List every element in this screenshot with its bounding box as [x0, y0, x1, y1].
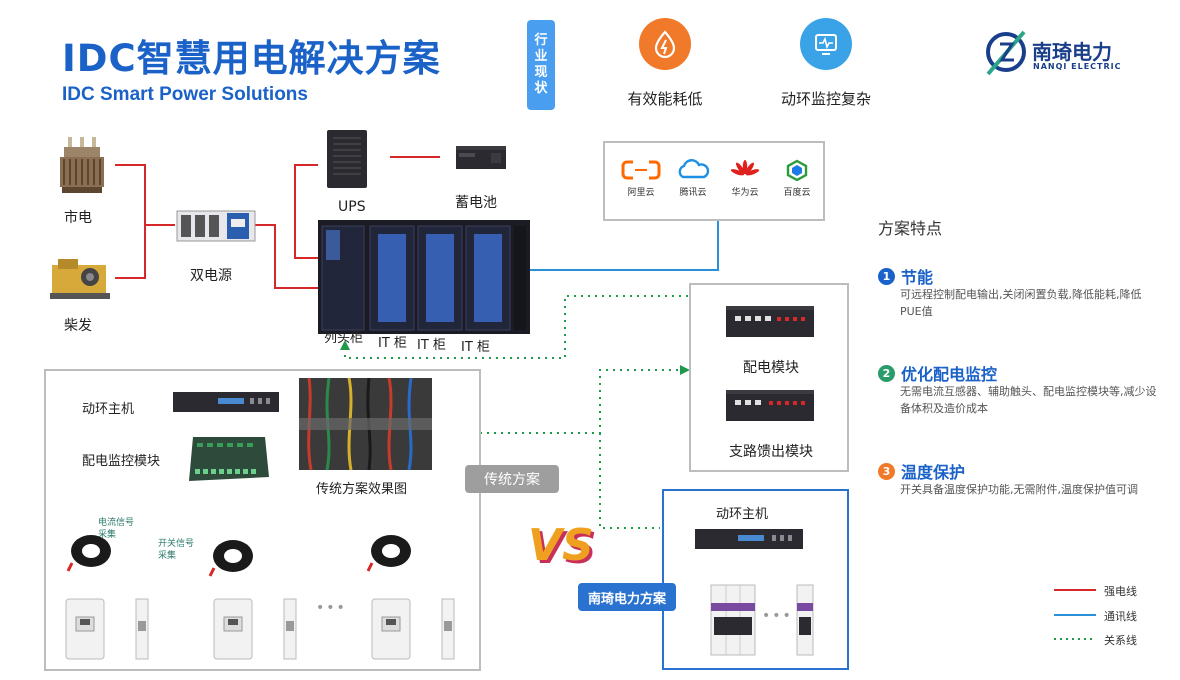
- problem-low-efficiency: 有效能耗低: [627, 90, 703, 108]
- tencent-cloud-icon: [678, 159, 710, 179]
- monitor-module-image: [189, 437, 269, 481]
- nanqi-logo-icon: [986, 30, 1026, 76]
- current-transformer-3: [366, 535, 411, 572]
- traditional-host-label: 动环主机: [82, 402, 135, 417]
- distribution-module-label: 配电模块: [743, 360, 799, 376]
- logo-cn-name: 南琦电力: [1032, 40, 1112, 64]
- cloud-platforms-box: 阿里云 腾讯云 华为云 百度云: [603, 141, 825, 221]
- nanqi-breaker-single: [796, 584, 814, 656]
- traditional-solution-tag: 传统方案: [465, 465, 559, 493]
- cabinet-label-it-1: IT 柜: [378, 336, 407, 351]
- relation-arrowhead-right: [680, 365, 690, 375]
- industry-status-tag: 行 业 现 状: [527, 20, 555, 110]
- breaker-group-3: [371, 598, 455, 660]
- nanqi-host-label: 动环主机: [716, 507, 769, 522]
- company-logo: 南琦电力 NANQI ELECTRIC: [982, 28, 1152, 82]
- feature-energy-saving-desc: 可远程控制配电输出,关闭闲置负载,降低能耗,降低PUE值: [900, 288, 1142, 318]
- fire-drop-icon: [639, 18, 691, 70]
- monitor-pulse-icon: [800, 18, 852, 70]
- huawei-logo-icon: [730, 160, 760, 176]
- nanqi-breaker-group: [710, 584, 756, 656]
- breaker-group-1: [65, 598, 149, 660]
- feature-energy-saving-title: 1 节能: [878, 264, 933, 288]
- distribution-module-image: [726, 306, 814, 337]
- problem-complex-monitoring: 动环监控复杂: [780, 90, 871, 108]
- cabinet-label-it-3: IT 柜: [461, 340, 490, 355]
- vs-label: VS: [528, 520, 594, 571]
- nanqi-solution-tag: 南琦电力方案: [578, 583, 676, 611]
- feature-number-badge: 3: [878, 462, 895, 480]
- page-subtitle: IDC Smart Power Solutions: [62, 84, 308, 105]
- cloud-tencent: 腾讯云: [671, 159, 715, 198]
- grid-power-label: 市电: [64, 210, 92, 226]
- breaker-group-2: [213, 598, 297, 660]
- battery-image: [455, 145, 507, 171]
- cabinet-row-image: [318, 220, 530, 336]
- modules-box: 配电模块 支路馈出模块: [689, 283, 849, 472]
- relation-arrowhead-up: [340, 340, 350, 350]
- branch-module-image: [726, 390, 814, 421]
- transformer-image: [52, 135, 112, 195]
- cloud-baidu: 百度云: [775, 159, 819, 198]
- traditional-effect-caption: 传统方案效果图: [316, 482, 408, 497]
- cloud-huawei: 华为云: [723, 159, 767, 198]
- switch-signal-label: 开关信号 采集: [158, 539, 195, 561]
- generator-power-line: [115, 225, 146, 279]
- feature-temperature-title: 3 温度保护: [878, 459, 965, 483]
- ups-label: UPS: [338, 199, 366, 215]
- traditional-effect-photo: [299, 378, 432, 470]
- cabinet-label-head: 列头柜: [324, 331, 364, 346]
- logo-en-name: NANQI ELECTRIC: [1033, 62, 1122, 71]
- ats-to-ups-line: [294, 164, 320, 259]
- current-transformer-1: [66, 535, 111, 572]
- traditional-monitor-module-label: 配电监控模块: [82, 454, 161, 469]
- traditional-ellipsis: •••: [316, 600, 347, 616]
- nanqi-host-image: [695, 529, 803, 549]
- legend-comm-line-label: 通讯线: [1104, 610, 1137, 623]
- current-transformer-2: [208, 540, 253, 577]
- feature-number-badge: 1: [878, 267, 895, 285]
- page-title: IDC智慧用电解决方案: [62, 37, 441, 80]
- feature-number-badge: 2: [878, 364, 895, 382]
- current-signal-label: 电流信号 采集: [98, 518, 135, 540]
- cabinet-cloud-comm-line: [528, 218, 719, 271]
- features-heading: 方案特点: [878, 219, 943, 238]
- legend: 强电线 通讯线 关系线: [1052, 582, 1162, 652]
- generator-label: 柴发: [64, 318, 92, 334]
- battery-label: 蓄电池: [455, 195, 497, 211]
- ats-to-cabinet-line: [255, 224, 320, 289]
- baidu-cloud-icon: [786, 159, 808, 182]
- ups-image: [325, 128, 369, 190]
- cabinet-label-it-2: IT 柜: [417, 338, 446, 353]
- feature-monitoring-desc: 无需电流互感器、辅助触头、配电监控模块等,减少设备体积及造价成本: [900, 385, 1157, 415]
- cloud-aliyun: 阿里云: [619, 159, 663, 198]
- aliyun-logo-icon: [621, 160, 661, 180]
- generator-image: [48, 255, 112, 301]
- nanqi-solution-box: 动环主机 •••: [662, 489, 849, 670]
- dual-power-label: 双电源: [190, 268, 232, 284]
- legend-power-line-label: 强电线: [1104, 585, 1137, 598]
- nanqi-ellipsis: •••: [762, 608, 793, 624]
- ats-switch-image: [175, 205, 257, 247]
- feature-monitoring-title: 2 优化配电监控: [878, 361, 997, 385]
- grid-power-line: [115, 164, 175, 226]
- branch-module-label: 支路馈出模块: [729, 444, 813, 460]
- legend-relation-line-label: 关系线: [1104, 634, 1137, 647]
- feature-temperature-desc: 开关具备温度保护功能,无需附件,温度保护值可调: [900, 483, 1138, 496]
- traditional-host-image: [173, 392, 279, 412]
